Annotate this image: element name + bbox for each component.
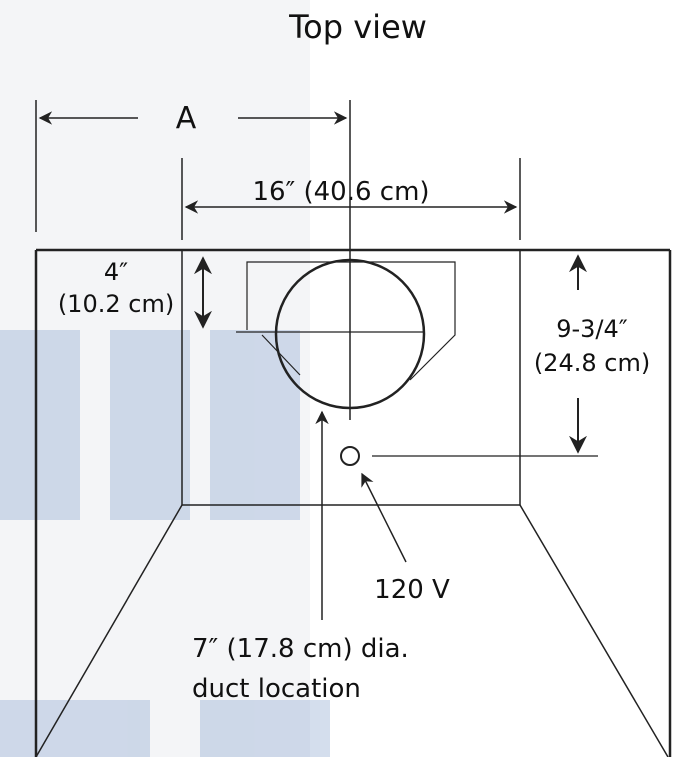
back-wall	[35, 250, 669, 757]
duct-label-1: 7″ (17.8 cm) dia.	[192, 634, 409, 664]
outlet-circle	[340, 446, 360, 466]
outlet-label: 120 V	[374, 575, 450, 605]
dimension-a-label: A	[176, 101, 197, 136]
dimension-depth-label-1: 9-3/4″	[556, 315, 628, 343]
diagram-title: Top view	[288, 8, 427, 46]
dimension-depth-label-2: (24.8 cm)	[534, 349, 650, 377]
room-outline	[34, 248, 672, 757]
watermark-logo	[0, 330, 330, 757]
duct-circle	[274, 258, 426, 410]
dimension-offset-label-1: 4″	[104, 258, 128, 286]
dimension-width-label: 16″ (40.6 cm)	[252, 177, 429, 207]
hood-outline	[246, 261, 456, 381]
dimension-offset-label-2: (10.2 cm)	[58, 290, 174, 318]
duct-label-2: duct location	[192, 674, 361, 704]
background-panel	[0, 0, 310, 757]
outlet-leader	[361, 472, 407, 563]
